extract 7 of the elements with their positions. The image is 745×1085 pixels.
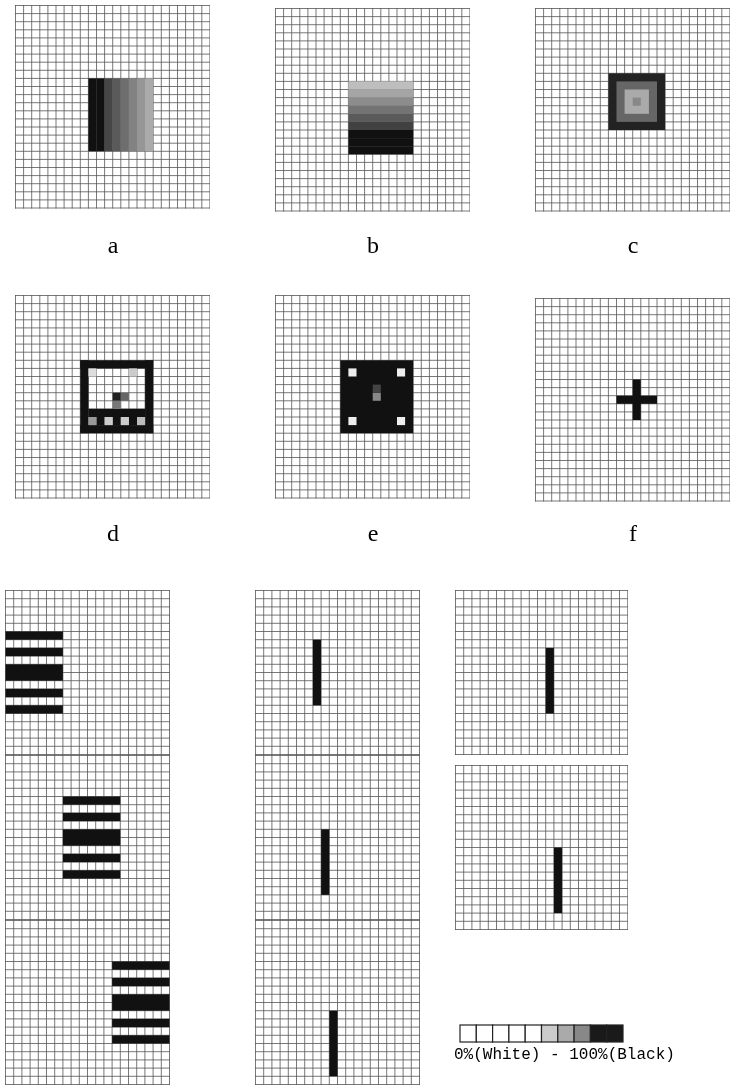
panel-label: c: [626, 232, 640, 259]
panel-label: a: [106, 232, 120, 259]
scale-label: 0%(White) - 100%(Black): [454, 1046, 675, 1064]
panel-label: b: [366, 232, 380, 259]
panel-label: e: [366, 520, 380, 547]
panel-label: f: [628, 520, 638, 547]
panel-label: d: [106, 520, 120, 547]
